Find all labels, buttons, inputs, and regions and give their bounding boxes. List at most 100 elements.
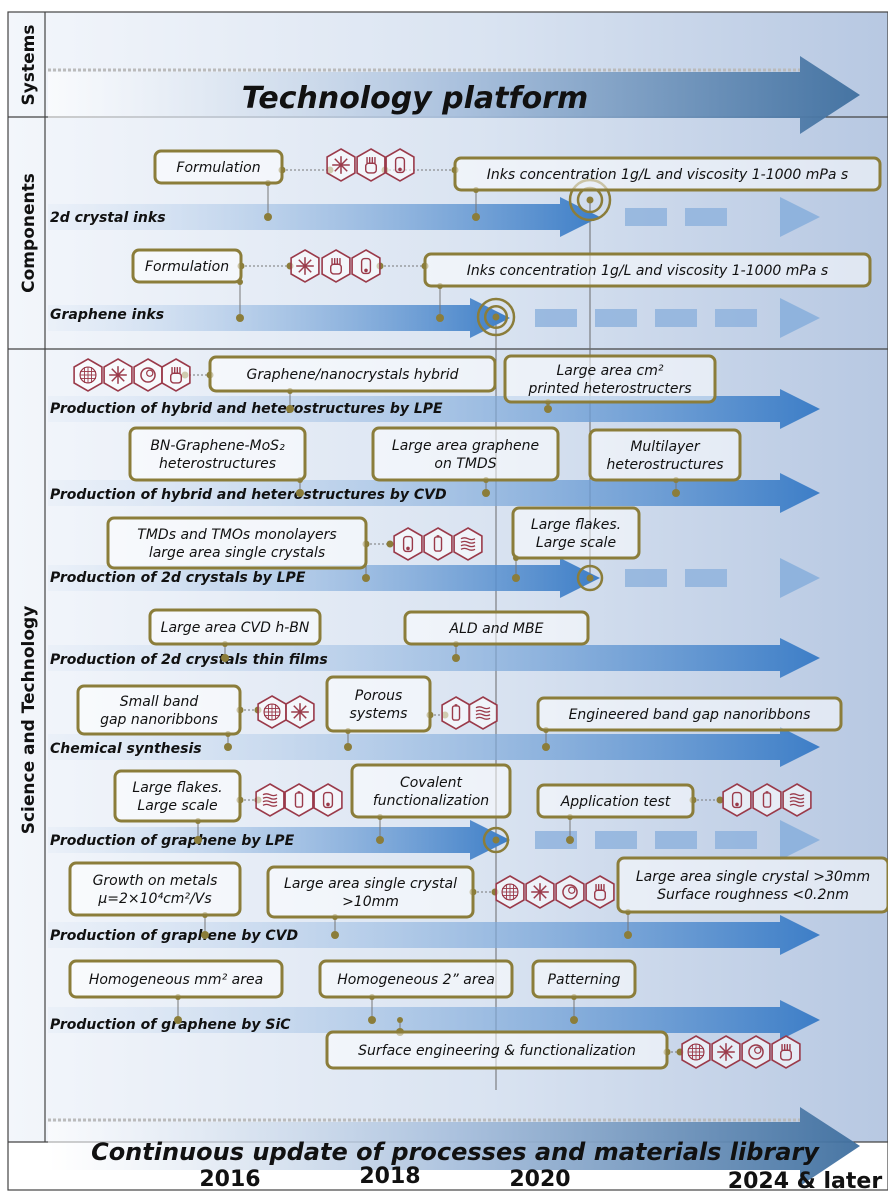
milestone-box	[128, 426, 307, 482]
light-burst-icon	[290, 249, 320, 283]
milestone-homogeneous-mm2: Homogeneous mm² area	[68, 959, 284, 999]
lane-arrow	[48, 473, 820, 513]
lane-dash	[535, 309, 577, 327]
milestone-text: Covalent	[400, 775, 463, 791]
milestone-text: Formulation	[176, 160, 260, 176]
milestone-box	[511, 506, 641, 560]
milestone-box	[588, 428, 742, 482]
lane-label: Production of graphene by SiC	[50, 1017, 291, 1033]
lane-label: Production of hybrid and heterostructure…	[50, 487, 447, 503]
milestone-text: gap nanoribbons	[100, 712, 218, 728]
flexible-phone-icon	[385, 148, 415, 182]
milestone-box	[148, 608, 322, 646]
lane-dash	[595, 831, 637, 849]
milestone-box	[531, 959, 637, 999]
milestone-text: ALD and MBE	[449, 621, 544, 637]
milestone-small-band-gap: Small band gap nanoribbons	[76, 684, 242, 736]
light-burst-icon	[103, 358, 133, 392]
light-burst-icon	[326, 148, 356, 182]
lane-arrow	[48, 298, 510, 338]
milestone-surface-engineering: Surface engineering & functionalization	[325, 1030, 669, 1070]
lane-dash	[715, 831, 757, 849]
banner-platform-text: Technology platform	[242, 81, 588, 116]
flexible-phone-icon	[722, 783, 752, 817]
milestone-text: large area single crystals	[149, 545, 325, 561]
lane-label: Production of 2d crystals by LPE	[50, 570, 306, 586]
milestone-text: systems	[350, 706, 408, 722]
lane-dash	[715, 309, 757, 327]
hand-touch-icon	[771, 1035, 801, 1069]
milestone-text: Surface engineering & functionalization	[358, 1043, 636, 1059]
milestone-box	[536, 696, 843, 732]
milestone-text: functionalization	[373, 793, 489, 809]
milestone-text: Homogeneous 2” area	[337, 972, 495, 988]
milestone-box	[68, 959, 284, 999]
milestone-formulation-2: Formulation	[131, 248, 243, 284]
lane-arrow	[48, 727, 820, 767]
lane-label: Chemical synthesis	[50, 741, 202, 757]
milestone-text: on TMDS	[434, 456, 496, 472]
lane-dash	[625, 569, 667, 587]
lane-dash	[685, 208, 727, 226]
lane-label: Production of hybrid and heterostructure…	[50, 401, 443, 417]
milestone-text: Inks concentration 1g/L and viscosity 1-…	[487, 167, 848, 183]
milestone-box	[76, 684, 242, 736]
lane-graphene-cvd: Production of graphene by CVD	[48, 915, 820, 955]
lane-arrow-tip	[780, 820, 820, 860]
layered-waves-icon	[468, 696, 498, 730]
lane-dash	[625, 208, 667, 226]
milestone-text: Inks concentration 1g/L and viscosity 1-…	[467, 263, 828, 279]
chart-frame	[7, 11, 888, 1191]
globe-grid-icon	[257, 695, 287, 729]
milestone-box	[536, 783, 695, 819]
hand-touch-icon	[321, 249, 351, 283]
lane-arrow	[48, 820, 510, 860]
section-label-components: Components	[19, 173, 39, 293]
milestone-homogeneous-2in: Homogeneous 2” area	[318, 959, 514, 999]
milestone-text: Large area graphene	[392, 438, 539, 454]
ring-sensor-icon	[133, 358, 163, 392]
lane-label: Production of graphene by LPE	[50, 833, 295, 849]
milestone-engineered-band-gap: Engineered band gap nanoribbons	[536, 696, 843, 732]
milestone-text: Large area cm²	[556, 363, 663, 379]
lane-graphene-lpe: Production of graphene by LPE	[48, 820, 820, 860]
milestone-text: Large flakes.	[132, 780, 222, 796]
lane-label: Production of graphene by CVD	[50, 928, 298, 944]
milestone-application-test: Application test	[536, 783, 695, 819]
lane-dash	[595, 309, 637, 327]
lane-arrow	[48, 915, 820, 955]
layered-waves-icon	[255, 783, 285, 817]
ring-sensor-icon	[555, 875, 585, 909]
milestone-box	[350, 763, 512, 819]
milestone-box	[453, 156, 882, 192]
milestone-text: Application test	[560, 794, 671, 810]
milestone-text: Small band	[120, 694, 199, 710]
milestone-text: >10mm	[342, 894, 399, 910]
year-2018: 2018	[359, 1164, 420, 1189]
milestone-text: Large area CVD h-BN	[161, 620, 310, 636]
milestone-box	[503, 354, 717, 404]
milestone-text: Large area single crystal >30mm	[636, 869, 870, 885]
milestone-text: Large area single crystal	[284, 876, 457, 892]
lane-arrow	[48, 1000, 820, 1040]
milestone-ald-mbe: ALD and MBE	[403, 610, 590, 646]
milestone-text: heterostructures	[606, 457, 723, 473]
milestone-text: μ=2×10⁴cm²/Vs	[97, 891, 211, 907]
milestone-box	[208, 355, 497, 393]
lane-crystal-inks: 2d crystal inks	[48, 197, 820, 237]
layered-waves-icon	[453, 527, 483, 561]
battery-icon	[441, 696, 471, 730]
milestone-text: BN-Graphene-MoS₂	[150, 438, 285, 454]
milestone-box	[403, 610, 590, 646]
banner-platform-arrow	[48, 56, 860, 134]
flexible-phone-icon	[351, 249, 381, 283]
lane-dash	[535, 831, 577, 849]
lane-label: Production of 2d crystals thin films	[50, 652, 328, 668]
milestone-box	[325, 1030, 669, 1070]
milestone-large-flakes-2: Large flakes.Large scale	[113, 769, 242, 823]
milestone-text: printed heterostructers	[527, 381, 691, 397]
